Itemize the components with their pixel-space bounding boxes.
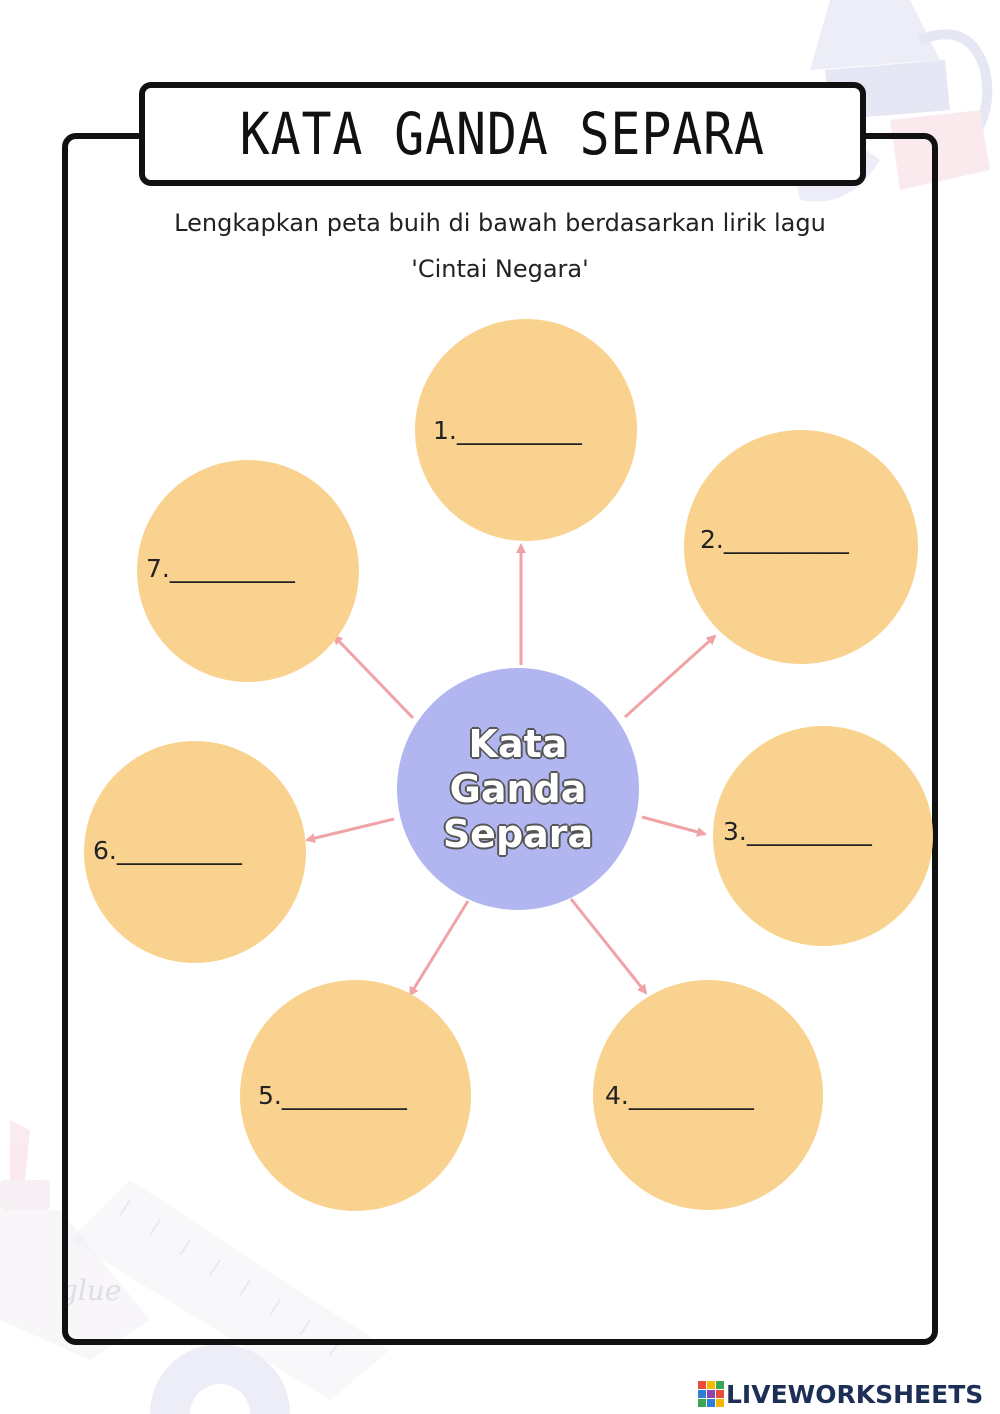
answer-blank-2[interactable]: 2.__________ <box>700 525 849 554</box>
bubble-7 <box>137 460 359 682</box>
answer-blank-7[interactable]: 7.__________ <box>146 554 295 583</box>
bubble-5 <box>240 980 471 1211</box>
bubble-1 <box>415 319 637 541</box>
answer-blank-1[interactable]: 1.__________ <box>433 416 582 445</box>
bubble-3 <box>713 726 933 946</box>
answer-blank-5[interactable]: 5.__________ <box>258 1081 407 1110</box>
bubble-4 <box>593 980 823 1210</box>
brand-name: LIVEWORKSHEETS <box>726 1379 984 1409</box>
center-topic-bubble: Kata Ganda Separa <box>397 668 639 910</box>
arrow-2 <box>623 634 717 719</box>
arrow-7 <box>332 634 415 720</box>
page-title: KATA GANDA SEPARA <box>239 100 766 168</box>
answer-blank-3[interactable]: 3.__________ <box>723 817 872 846</box>
answer-blank-4[interactable]: 4.__________ <box>605 1081 754 1110</box>
center-topic-line-2: Ganda <box>449 766 587 811</box>
instruction-line-2: 'Cintai Negara' <box>411 255 589 283</box>
bubble-6 <box>84 741 306 963</box>
instruction-line-1: Lengkapkan peta buih di bawah berdasarka… <box>174 209 826 237</box>
bubble-2 <box>684 430 918 664</box>
arrow-5 <box>408 900 470 997</box>
answer-blank-6[interactable]: 6.__________ <box>93 836 242 865</box>
title-box: KATA GANDA SEPARA <box>139 82 866 186</box>
liveworksheets-logo-icon <box>698 1381 724 1407</box>
center-topic-line-1: Kata <box>468 721 568 766</box>
arrow-3 <box>641 815 707 837</box>
arrow-4 <box>569 898 648 995</box>
center-topic-line-3: Separa <box>442 811 594 856</box>
instruction: Lengkapkan peta buih di bawah berdasarka… <box>100 200 900 292</box>
liveworksheets-brand: LIVEWORKSHEETS <box>698 1378 983 1410</box>
arrow-6 <box>305 817 395 843</box>
